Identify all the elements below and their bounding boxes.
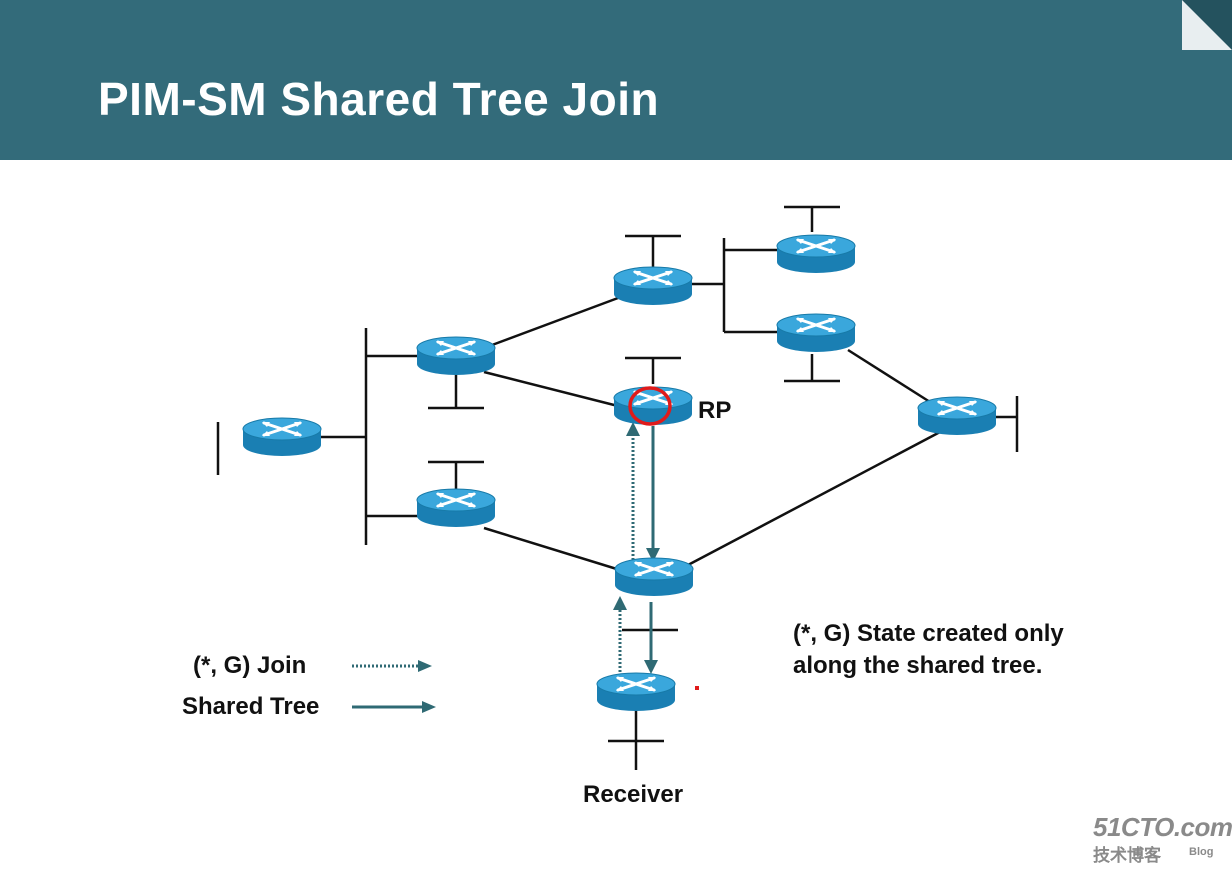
- router-icon-far-right: [916, 395, 998, 437]
- router-icon-top: [612, 265, 694, 307]
- legend-join-arrow: [352, 660, 432, 672]
- page-corner-fold: [1182, 0, 1232, 50]
- router-icon-lower-left: [415, 487, 497, 529]
- rp-highlight-circle: [628, 386, 672, 426]
- link-far-to-hub: [687, 430, 941, 567]
- watermark-sub: 技术博客: [1093, 846, 1161, 865]
- rp-label: RP: [698, 397, 731, 424]
- router-icon-receiver: [595, 671, 677, 713]
- shared-tree-arrowhead-2: [644, 660, 658, 674]
- link-mid-right-to-far: [847, 348, 931, 404]
- receiver-label: Receiver: [583, 781, 683, 808]
- link-upper-left-to-top: [483, 296, 619, 350]
- shared-tree-arrowhead-1: [646, 548, 660, 562]
- router-icon-left: [241, 416, 323, 458]
- watermark-blog: Blog: [1189, 846, 1214, 858]
- legend-tree-label: Shared Tree: [182, 693, 320, 720]
- link-lower-left-to-hub: [483, 526, 621, 572]
- legend-tree-arrow: [352, 701, 436, 713]
- shared-tree-arrows: [644, 426, 660, 674]
- router-icon-mid-right: [775, 312, 857, 354]
- join-arrows: [613, 422, 640, 672]
- join-arrowhead-1: [626, 422, 640, 436]
- slide-header: [0, 0, 1232, 160]
- join-arrowhead-2: [613, 596, 627, 610]
- router-icon-top-right: [775, 233, 857, 275]
- router-icon-hub: [613, 556, 695, 598]
- link-upper-left-to-rp: [483, 370, 619, 408]
- red-dot: [695, 686, 699, 690]
- legend-join-label: (*, G) Join: [193, 652, 307, 679]
- state-note: (*, G) State created only along the shar…: [793, 618, 1064, 682]
- router-icon-upper-left: [415, 335, 497, 377]
- state-note-line-1: (*, G) State created only: [793, 620, 1064, 647]
- watermark-main: 51CTO.com: [1093, 812, 1232, 842]
- slide-title: PIM-SM Shared Tree Join: [98, 73, 660, 125]
- router-icon-rp: [612, 385, 694, 427]
- state-note-line-2: along the shared tree.: [793, 652, 1043, 679]
- watermark: 51CTO.com 技术博客 Blog: [1093, 812, 1232, 866]
